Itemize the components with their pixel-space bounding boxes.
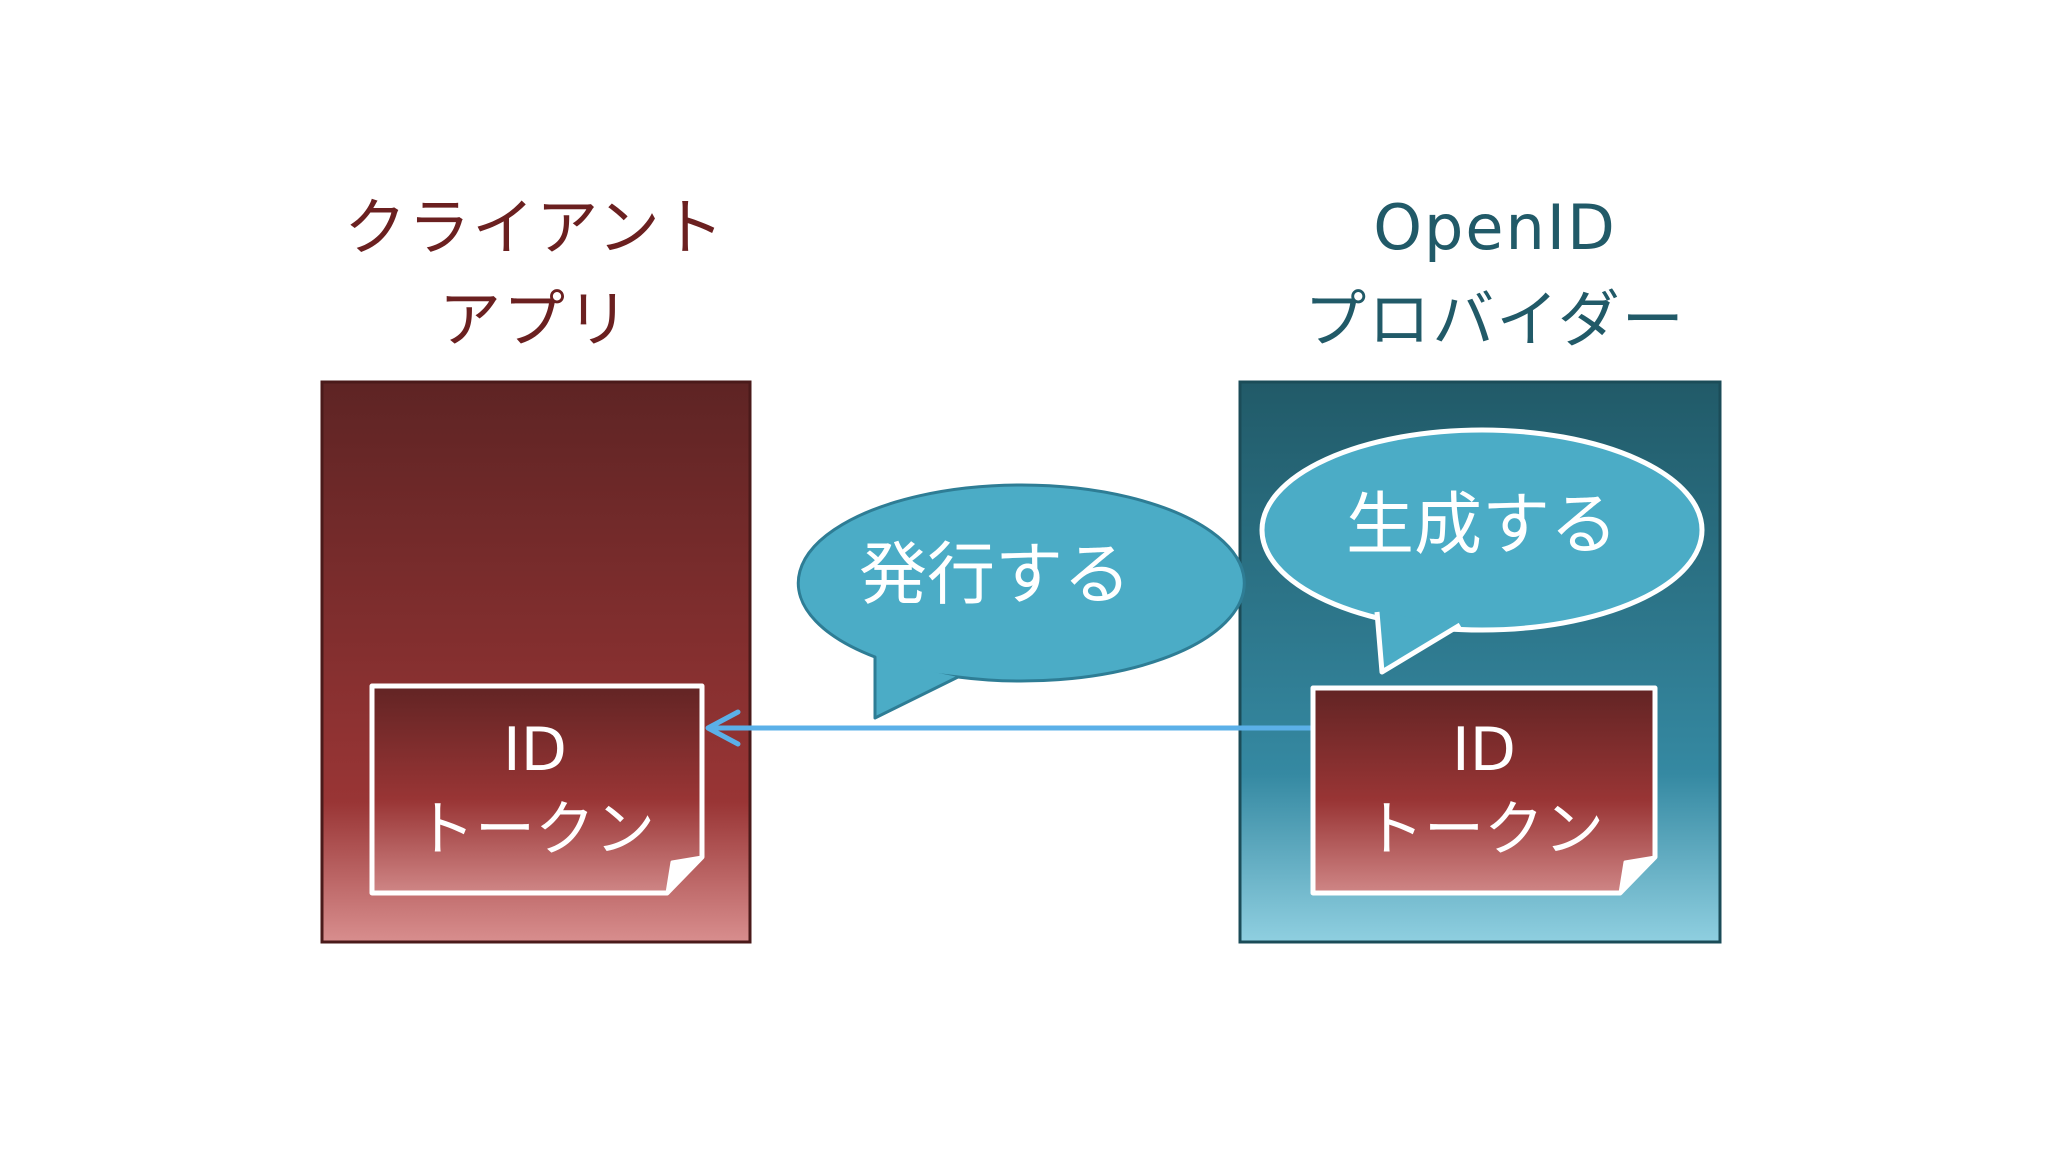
- client-token-line2: トークン: [415, 795, 655, 865]
- generate-speech-bubble: 生成する: [1259, 427, 1705, 675]
- client-app-title-line2: アプリ: [438, 283, 631, 356]
- issue-bubble-text: 発行する: [859, 536, 1131, 615]
- provider-id-token: ID トークン: [1310, 685, 1658, 896]
- client-app-title-line1: クライアント: [344, 191, 726, 264]
- client-token-line1: ID: [503, 715, 567, 785]
- issue-speech-bubble: 発行する: [796, 483, 1246, 720]
- openid-provider-title: OpenID プロバイダー: [1225, 182, 1765, 366]
- token-transfer-arrow: [705, 709, 1312, 747]
- provider-token-line2: トークン: [1364, 795, 1604, 865]
- openid-provider-title-line2: プロバイダー: [1304, 283, 1686, 356]
- openid-provider-title-line1: OpenID: [1373, 191, 1617, 264]
- client-id-token: ID トークン: [369, 683, 705, 896]
- generate-bubble-text: 生成する: [1346, 486, 1618, 565]
- provider-token-line1: ID: [1452, 715, 1516, 785]
- client-app-title: クライアント アプリ: [260, 182, 810, 366]
